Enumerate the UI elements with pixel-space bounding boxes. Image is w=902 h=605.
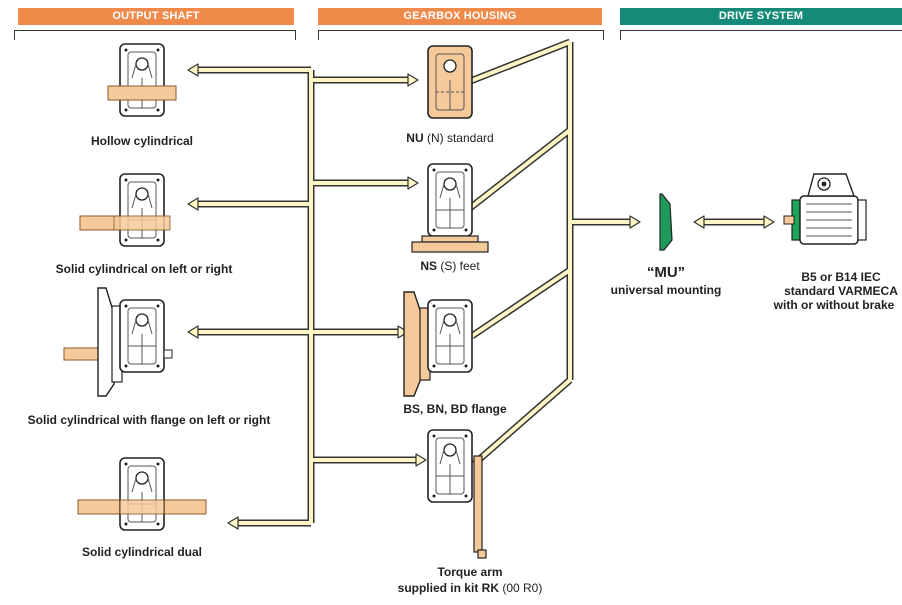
label-mu-sub: universal mounting <box>610 283 722 297</box>
flange-figure <box>403 291 473 397</box>
header-drive-system: DRIVE SYSTEM <box>620 8 902 25</box>
ns-feet-figure <box>411 163 489 253</box>
solid-cylindrical-flange-figure <box>63 287 173 397</box>
arrow-to-flange <box>397 325 409 339</box>
label-motor-line1: B5 or B14 IEC <box>801 270 881 284</box>
arrow-to-nu <box>407 73 419 87</box>
arrow-mu-left <box>693 215 705 229</box>
hollow-cylindrical-figure <box>107 43 177 117</box>
label-nu-code: NU <box>406 131 424 145</box>
torque-arm-figure <box>427 429 487 559</box>
arrow-to-solid-flange <box>187 325 199 339</box>
label-ns-desc: (S) feet <box>440 259 480 273</box>
arrow-to-ns <box>407 176 419 190</box>
arrow-to-motor <box>763 215 775 229</box>
label-mu-title: “MU” <box>646 264 686 281</box>
header-output-shaft: OUTPUT SHAFT <box>18 8 294 25</box>
label-torque-kit: supplied in kit RK (00 R0) <box>360 581 580 595</box>
label-solid-cylindrical-flange: Solid cylindrical with flange on left or… <box>27 413 271 427</box>
bracket-drive-system <box>620 30 902 40</box>
solid-cylindrical-lr-figure <box>79 173 171 247</box>
arrow-to-mu <box>629 215 641 229</box>
bracket-output-shaft <box>14 30 296 40</box>
label-motor-line2: standard VARMECA <box>784 284 898 298</box>
label-solid-cylindrical-lr: Solid cylindrical on left or right <box>55 262 233 276</box>
mu-adapter-figure <box>659 193 673 251</box>
arrow-to-solid-lr <box>187 197 199 211</box>
label-nu-standard: NU (N) standard <box>380 131 520 145</box>
label-nu-desc: (N) standard <box>426 131 494 145</box>
arrow-to-torque <box>415 453 427 467</box>
label-hollow-cylindrical: Hollow cylindrical <box>90 134 194 148</box>
connector-network <box>187 38 775 530</box>
label-torque-kit-code: (00 R0) <box>502 581 543 595</box>
bracket-gearbox-housing <box>318 30 604 40</box>
label-torque-kit-name: supplied in kit RK <box>397 581 499 595</box>
label-ns-code: NS <box>420 259 437 273</box>
solid-cylindrical-dual-figure <box>77 457 207 531</box>
arrow-to-solid-dual <box>227 516 239 530</box>
varmeca-motor-figure <box>783 173 867 245</box>
label-torque-arm: Torque arm <box>437 565 503 579</box>
label-ns-feet: NS (S) feet <box>390 259 510 273</box>
label-solid-cylindrical-dual: Solid cylindrical dual <box>81 545 203 559</box>
label-flange: BS, BN, BD flange <box>403 402 507 416</box>
label-motor-line3: with or without brake <box>773 298 895 312</box>
nu-standard-figure <box>427 45 473 119</box>
arrow-to-hollow <box>187 63 199 77</box>
header-gearbox-housing: GEARBOX HOUSING <box>318 8 602 25</box>
